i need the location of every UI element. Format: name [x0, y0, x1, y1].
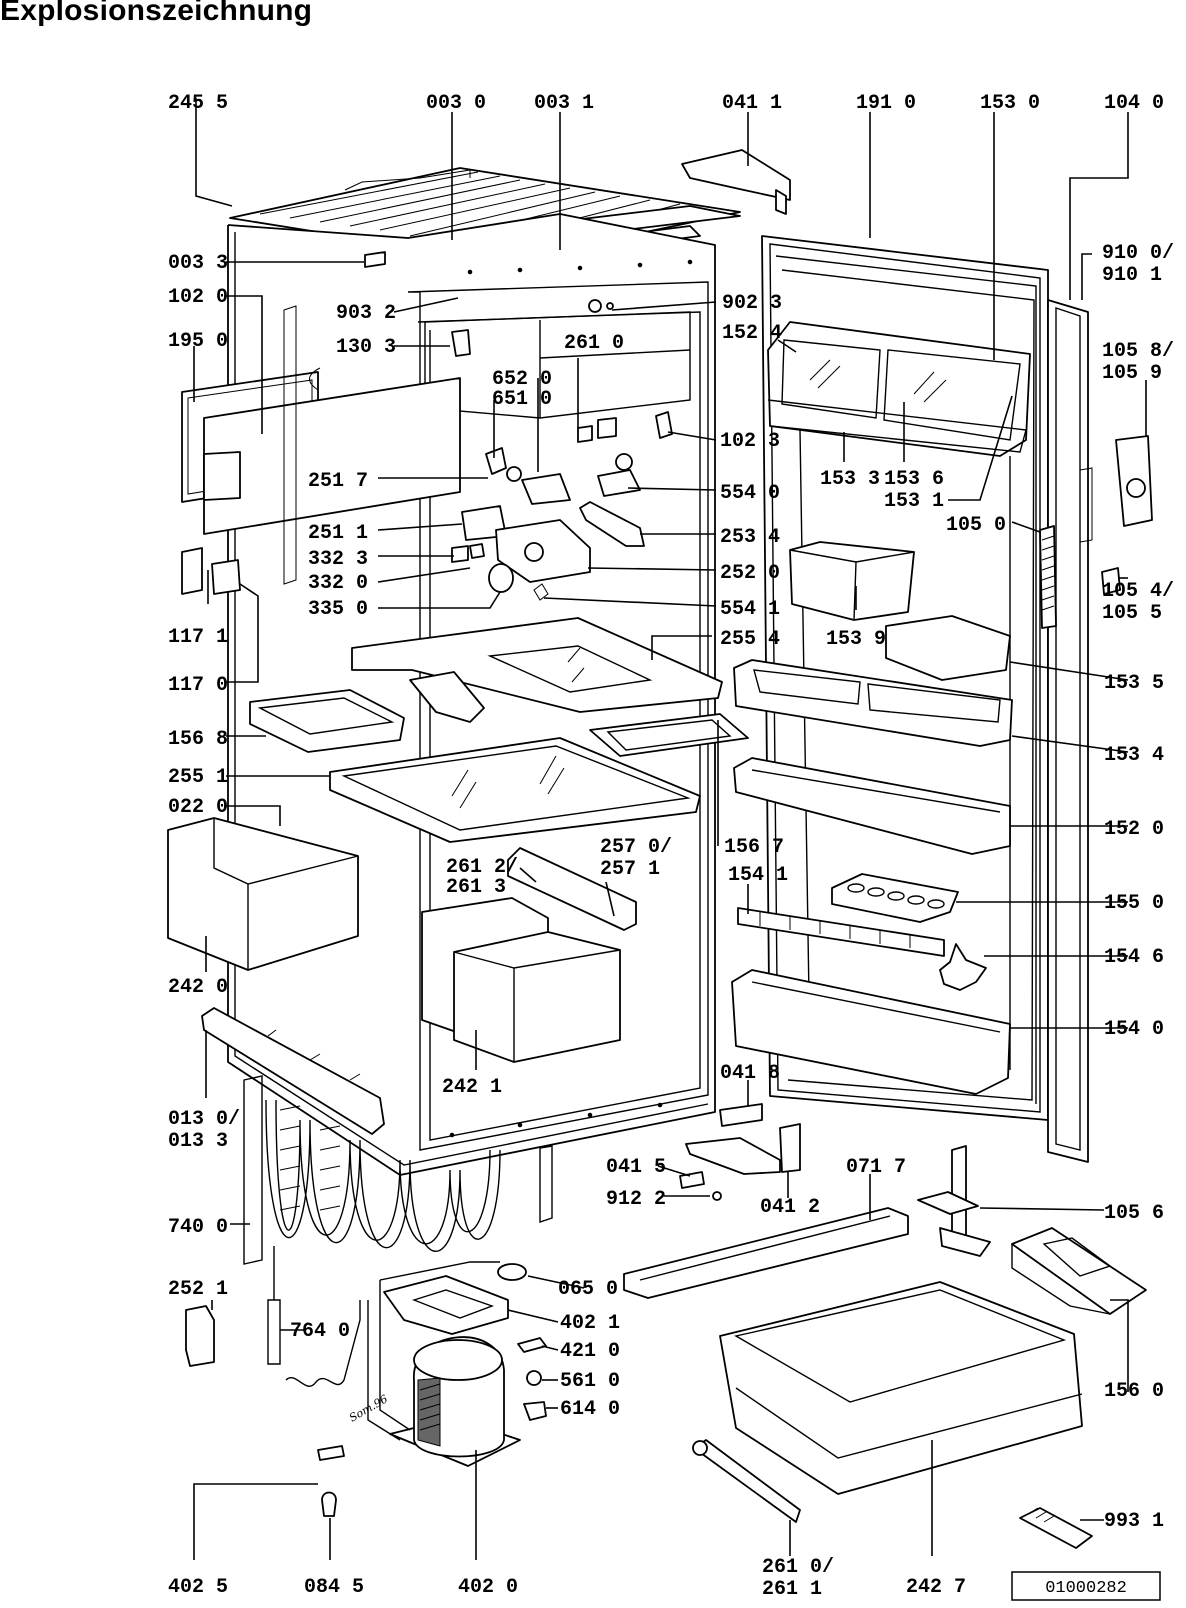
part-label: 153 0: [980, 92, 1040, 115]
part-label: 335 0: [308, 598, 368, 621]
part-label: 153 1: [884, 490, 944, 513]
part-label: 153 9: [826, 628, 886, 651]
part-label: 105 8/: [1102, 340, 1174, 363]
part-label: 041 2: [760, 1196, 820, 1219]
compressor: [317, 1261, 547, 1517]
part-label: 195 0: [168, 330, 228, 353]
part-label: 041 5: [606, 1156, 666, 1179]
part-label: 255 1: [168, 766, 228, 789]
condenser: [243, 1075, 553, 1265]
part-label: 041 8: [720, 1062, 780, 1085]
part-label: 105 9: [1102, 362, 1162, 385]
part-label: 554 1: [720, 598, 780, 621]
part-label: 252 1: [168, 1278, 228, 1301]
part-label: 257 1: [600, 858, 660, 881]
part-label: 261 1: [762, 1578, 822, 1601]
part-label: 152 0: [1104, 818, 1164, 841]
part-label: 257 0/: [600, 836, 672, 859]
part-label: 242 7: [906, 1576, 966, 1599]
part-label: 117 1: [168, 626, 228, 649]
part-label: 003 0: [426, 92, 486, 115]
reference-number-box: 01000282: [1011, 1571, 1161, 1601]
part-label: 251 1: [308, 522, 368, 545]
part-label: 105 0: [946, 514, 1006, 537]
part-label: 105 4/: [1102, 580, 1174, 603]
part-label: 261 0: [564, 332, 624, 355]
part-label: 252 0: [720, 562, 780, 585]
part-label: 253 4: [720, 526, 780, 549]
part-label: 652 0: [492, 368, 552, 391]
part-label: 156 8: [168, 728, 228, 751]
part-label: 105 6: [1104, 1202, 1164, 1225]
part-label: 261 2/: [446, 856, 518, 879]
part-label: 105 5: [1102, 602, 1162, 625]
part-label: 130 3: [336, 336, 396, 359]
drawing: [167, 149, 1153, 1549]
part-label: 245 5: [168, 92, 228, 115]
part-label: 153 3: [820, 468, 880, 491]
part-label: 152 4: [722, 322, 782, 345]
part-label: 261 3: [446, 876, 506, 899]
part-label: 910 1: [1102, 264, 1162, 287]
part-label: 003 3: [168, 252, 228, 275]
page-title: Explosionszeichnung: [0, 0, 313, 27]
part-label: 903 2: [336, 302, 396, 325]
part-label: 156 0: [1104, 1380, 1164, 1403]
part-label: 261 0/: [762, 1556, 834, 1579]
part-label: 154 6: [1104, 946, 1164, 969]
part-label: 191 0: [856, 92, 916, 115]
part-label: 554 0: [720, 482, 780, 505]
part-label: 102 3: [720, 430, 780, 453]
part-label: 561 0: [560, 1370, 620, 1393]
part-label: 402 1: [560, 1312, 620, 1335]
part-label: 912 2: [606, 1188, 666, 1211]
part-label: 153 4: [1104, 744, 1164, 767]
part-label: 022 0: [168, 796, 228, 819]
part-label: 402 5: [168, 1576, 228, 1599]
part-label: 614 0: [560, 1398, 620, 1421]
part-label: 084 5: [304, 1576, 364, 1599]
part-label: 153 6: [884, 468, 944, 491]
part-label: 013 0/: [168, 1108, 240, 1131]
part-label: 242 0: [168, 976, 228, 999]
part-label: 065 0: [558, 1278, 618, 1301]
part-label: 764 0: [290, 1320, 350, 1343]
part-label: 104 0: [1104, 92, 1164, 115]
part-label: 651 0: [492, 388, 552, 411]
part-label: 153 5: [1104, 672, 1164, 695]
part-label: 993 1: [1104, 1510, 1164, 1533]
part-label: 003 1: [534, 92, 594, 115]
part-label: 740 0: [168, 1216, 228, 1239]
part-label: 102 0: [168, 286, 228, 309]
part-label: 155 0: [1104, 892, 1164, 915]
part-label: 902 3: [722, 292, 782, 315]
part-label: 255 4: [720, 628, 780, 651]
part-label: 041 1: [722, 92, 782, 115]
part-label: 013 3: [168, 1130, 228, 1153]
part-label: 117 0: [168, 674, 228, 697]
part-label: 332 0: [308, 572, 368, 595]
reference-number: 01000282: [1045, 1579, 1127, 1598]
part-label: 154 1: [728, 864, 788, 887]
leader-lines: [193, 98, 1147, 1560]
part-label: 242 1: [442, 1076, 502, 1099]
part-labels: 245 5 003 0 003 1 041 1 191 0 153 0 104 …: [168, 92, 1174, 1601]
part-label: 156 7: [724, 836, 784, 859]
part-label: 332 3: [308, 548, 368, 571]
part-label: 251 7: [308, 470, 368, 493]
part-label: 402 0: [458, 1576, 518, 1599]
part-label: 421 0: [560, 1340, 620, 1363]
part-label: 154 0: [1104, 1018, 1164, 1041]
part-label: 071 7: [846, 1156, 906, 1179]
part-label: 910 0/: [1102, 242, 1174, 265]
